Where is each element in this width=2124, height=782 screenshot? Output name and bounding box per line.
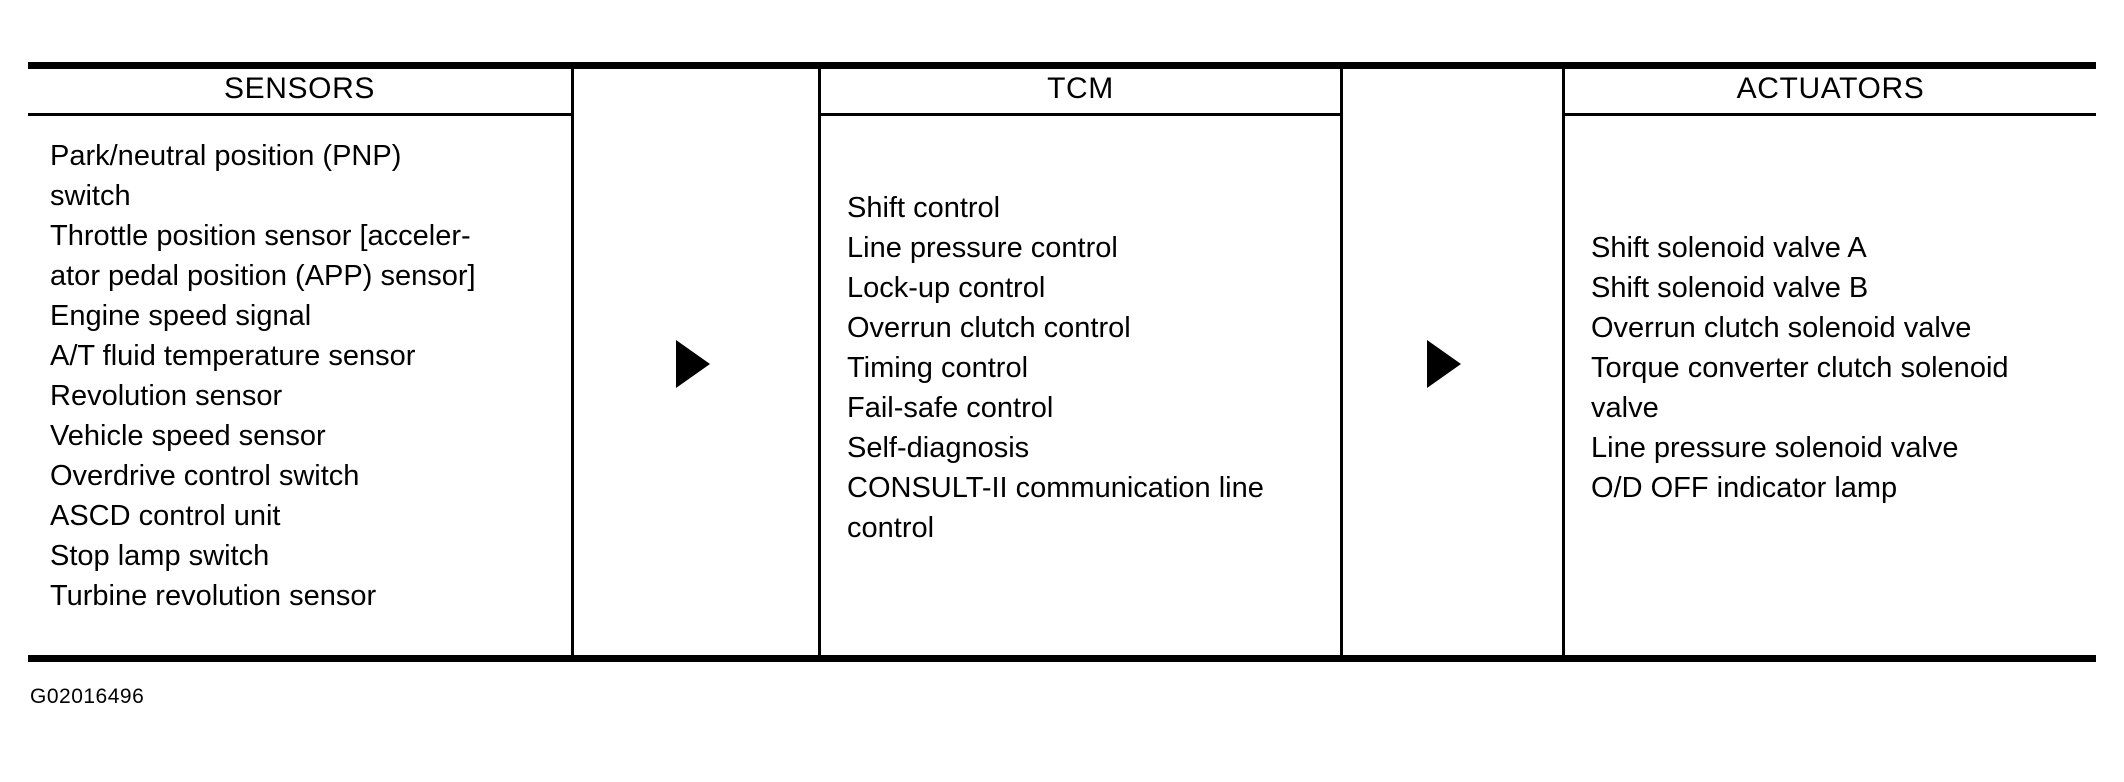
list-item: CONSULT-II communication line control — [847, 472, 1264, 544]
list-item: Shift control — [847, 192, 1001, 224]
list-item: Revolution sensor — [50, 380, 283, 412]
list-item: Lock-up control — [847, 272, 1046, 304]
column-sensors: SENSORS Park/neutral position (PNP) swit… — [28, 62, 574, 662]
list-item: O/D OFF indicator lamp — [1591, 472, 1898, 504]
column-body-actuators: Shift solenoid valve A Shift solenoid va… — [1565, 116, 2096, 508]
column-body-tcm: Shift control Line pressure control Lock… — [821, 116, 1340, 548]
triangle-right-icon — [676, 340, 710, 388]
column-tcm: TCM Shift control Line pressure control … — [818, 62, 1343, 662]
list-item: Overrun clutch solenoid valve — [1591, 312, 1972, 344]
list-item: Torque converter clutch solenoid valve — [1591, 352, 2009, 424]
list-item: Overdrive control switch — [50, 460, 360, 492]
bottom-rule — [28, 655, 2096, 662]
top-rule — [28, 62, 2096, 69]
list-item: Engine speed signal — [50, 300, 312, 332]
column-header-sensors: SENSORS — [28, 62, 571, 116]
list-item: Vehicle speed sensor — [50, 420, 326, 452]
column-actuators: ACTUATORS Shift solenoid valve A Shift s… — [1562, 62, 2096, 662]
header-divider-sensors — [28, 113, 571, 116]
column-title-sensors: SENSORS — [224, 72, 375, 105]
list-item: Park/neutral position (PNP) switch — [50, 140, 402, 212]
column-title-tcm: TCM — [1047, 72, 1114, 105]
list-item: Self-diagnosis — [847, 432, 1030, 464]
figure-code: G02016496 — [30, 685, 145, 708]
column-body-sensors: Park/neutral position (PNP) switch Throt… — [28, 116, 571, 616]
header-divider-tcm — [818, 113, 1343, 116]
column-header-actuators: ACTUATORS — [1562, 62, 2096, 116]
list-item: Fail-safe control — [847, 392, 1054, 424]
list-item: Overrun clutch control — [847, 312, 1131, 344]
list-item: Throttle position sensor [acceler- ator … — [50, 220, 476, 292]
list-item: Turbine revolution sensor — [50, 580, 377, 612]
list-item: Shift solenoid valve A — [1591, 232, 1867, 264]
list-item: Stop lamp switch — [50, 540, 270, 572]
list-item: Line pressure control — [847, 232, 1118, 264]
list-item: A/T fluid temperature sensor — [50, 340, 416, 372]
header-divider-actuators — [1562, 113, 2096, 116]
column-title-actuators: ACTUATORS — [1736, 72, 1925, 105]
list-item: ASCD control unit — [50, 500, 281, 532]
list-item: Line pressure solenoid valve — [1591, 432, 1959, 464]
column-header-tcm: TCM — [818, 62, 1343, 116]
triangle-right-icon — [1427, 340, 1461, 388]
list-item: Shift solenoid valve B — [1591, 272, 1869, 304]
list-item: Timing control — [847, 352, 1029, 384]
